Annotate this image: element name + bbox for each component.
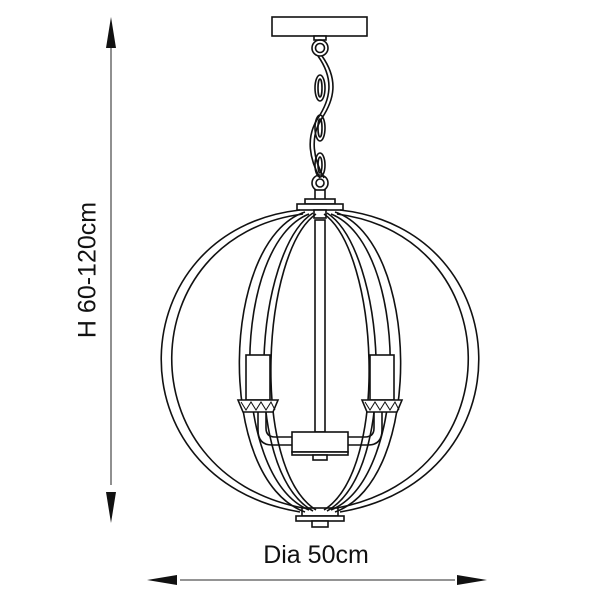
arrow-down-icon: [106, 492, 116, 523]
height-dimension-line: [106, 17, 116, 523]
chain: [309, 39, 334, 201]
arrow-up-icon: [106, 17, 116, 48]
cage-rings: [160, 209, 480, 513]
width-dimension-line: [147, 575, 487, 585]
center-body: [291, 431, 349, 453]
candle-arms: [257, 412, 383, 446]
diameter-dimension-label: Dia 50cm: [263, 541, 369, 569]
left-candle: [236, 354, 280, 413]
arrow-right-icon: [457, 575, 487, 585]
right-candle: [360, 354, 404, 413]
arrow-left-icon: [147, 575, 177, 585]
center-rod: [314, 219, 326, 433]
pendant-light: [160, 16, 480, 528]
top-hub: [296, 198, 344, 219]
ceiling-canopy: [271, 16, 368, 37]
height-dimension-label: H 60-120cm: [73, 201, 102, 339]
bottom-hub: [295, 507, 345, 528]
